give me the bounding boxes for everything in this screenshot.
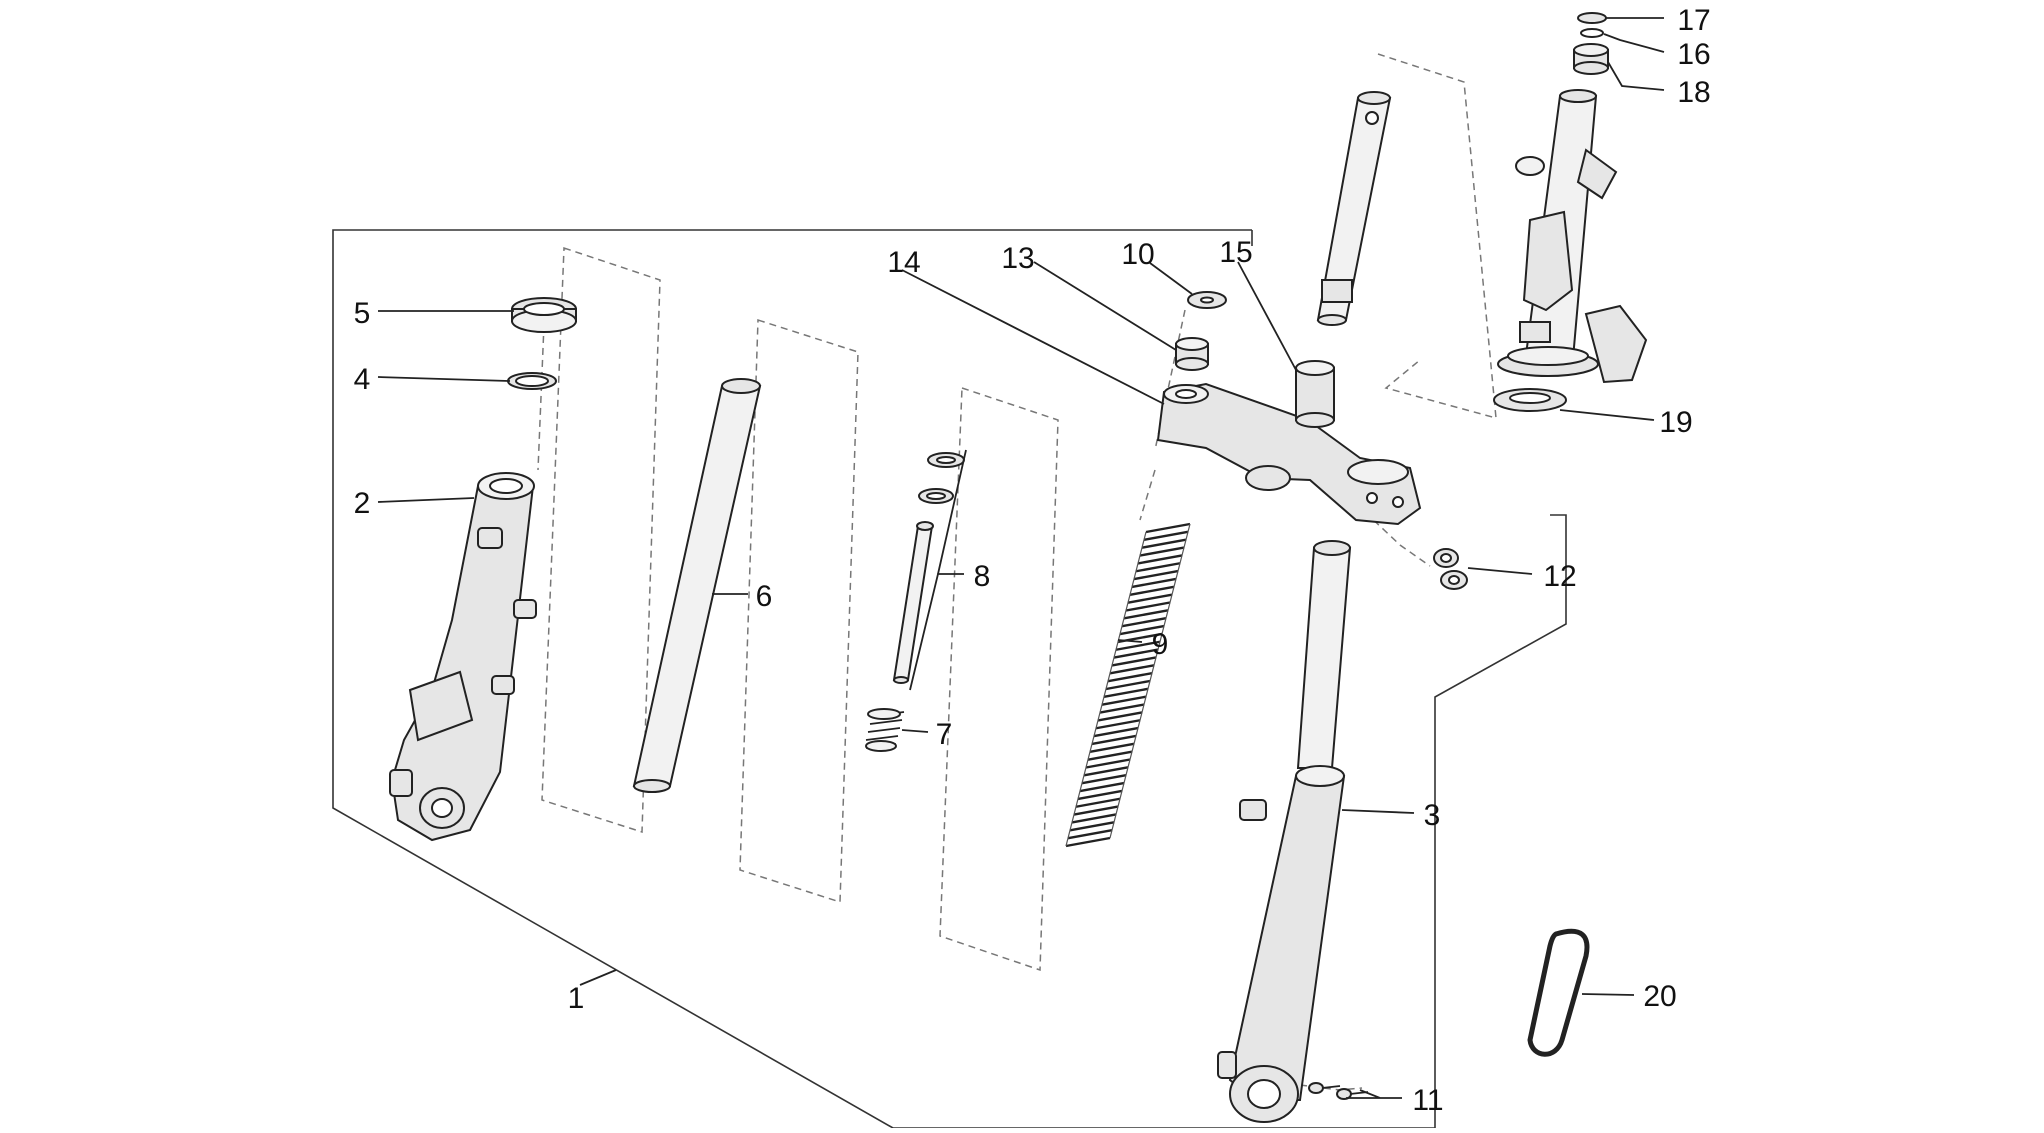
part-2-left-fork-leg: [389, 472, 537, 842]
part-4-ring: [507, 372, 557, 390]
spring-coil: [1105, 679, 1151, 691]
spring-coil: [1069, 821, 1115, 832]
spring-coil: [1115, 640, 1161, 651]
part-18-ring: [1573, 43, 1609, 75]
spring-coil: [1143, 530, 1189, 542]
label-part-12: 12: [1543, 560, 1576, 593]
part-5-oil-seal: [511, 297, 577, 333]
axis-line-bolts: [1364, 511, 1431, 567]
spring-coil: [1131, 577, 1177, 589]
part-12-clamp-bolts: [1433, 548, 1468, 590]
part-16-washer: [1580, 28, 1604, 38]
label-part-14: 14: [887, 246, 920, 279]
label-part-17: 17: [1677, 4, 1710, 37]
spring-coil: [1133, 569, 1179, 581]
label-part-16: 16: [1677, 38, 1710, 71]
spring-coil: [1087, 750, 1133, 761]
spring-coil: [1075, 797, 1121, 808]
part-3-right-fork-leg: [1217, 540, 1352, 1123]
label-part-9: 9: [1152, 628, 1169, 661]
spring-coil: [1127, 593, 1173, 604]
group-box-steering-stem: [1377, 53, 1497, 420]
spring-coil: [1141, 538, 1187, 549]
spring-coil: [1073, 805, 1119, 816]
label-part-18: 18: [1677, 76, 1710, 109]
spring-coil: [1071, 813, 1117, 824]
leader-lines: [377, 17, 1665, 1099]
part-14-lower-triple-clamp: [1156, 382, 1422, 526]
spring-coil: [1107, 671, 1153, 683]
spring-coil: [1111, 656, 1157, 667]
assembly-frame: [332, 229, 1567, 1129]
label-part-3: 3: [1424, 799, 1441, 832]
spring-coil: [1123, 609, 1169, 620]
spring-coil: [1097, 711, 1143, 722]
part-7-small-spring: [865, 708, 905, 752]
label-part-8: 8: [974, 560, 991, 593]
label-part-20: 20: [1643, 980, 1676, 1013]
spring-coil: [1113, 648, 1159, 659]
group-box-stanchion: [541, 246, 661, 834]
label-part-7: 7: [936, 718, 953, 751]
spring-coil: [1093, 726, 1139, 738]
spring-coil: [1079, 781, 1125, 793]
spring-coil: [1125, 601, 1171, 612]
label-part-5: 5: [354, 297, 371, 330]
part-8-damper-assembly: [892, 452, 965, 684]
label-part-4: 4: [354, 363, 371, 396]
label-part-13: 13: [1001, 242, 1034, 275]
part-11-screws: [1308, 1082, 1369, 1100]
spring-coil: [1077, 789, 1123, 801]
part-17-nut: [1577, 12, 1607, 24]
part-10-washer: [1187, 291, 1227, 309]
spring-coil: [1083, 766, 1129, 777]
label-part-6: 6: [756, 580, 773, 613]
spring-coil: [1145, 522, 1191, 534]
spring-coil: [1135, 562, 1181, 573]
steering-head-assembly: [1497, 89, 1648, 384]
spring-coil: [1065, 836, 1111, 848]
spring-coil: [1121, 617, 1167, 628]
steering-stem-tube: [1316, 91, 1392, 326]
label-part-19: 19: [1659, 406, 1692, 439]
spring-coil: [1067, 828, 1113, 840]
part-13-bushing: [1175, 337, 1209, 371]
label-part-2: 2: [354, 487, 371, 520]
spring-coil: [1099, 703, 1145, 714]
spring-coil: [1137, 554, 1183, 565]
part-9-main-spring: [1065, 522, 1191, 848]
part-20-loop: [1527, 928, 1590, 1057]
spring-coil: [1139, 546, 1185, 557]
spring-coil: [1081, 774, 1127, 785]
axis-line-spring: [1139, 469, 1156, 521]
label-part-1: 1: [568, 982, 585, 1015]
spring-coil: [1129, 585, 1175, 596]
spring-coil: [1119, 624, 1165, 636]
group-box-damper: [939, 386, 1059, 972]
spring-outline: [1065, 523, 1191, 847]
spring-coil: [1101, 695, 1147, 706]
spring-coil: [1109, 664, 1155, 675]
spring-coil: [1091, 734, 1137, 746]
spring-coil: [1103, 687, 1149, 699]
label-part-10: 10: [1121, 238, 1154, 271]
label-part-15: 15: [1219, 236, 1252, 269]
spring-coil: [1089, 742, 1135, 753]
label-part-11: 11: [1412, 1084, 1443, 1117]
part-15-stem-bearing: [1295, 360, 1335, 428]
part-19-bearing: [1493, 388, 1567, 412]
callout-labels: 1 2 3 4 5 6 7 8 9 10 11 12 13 14 15 16 1…: [354, 4, 1711, 1117]
part-6-inner-tube: [632, 378, 762, 793]
spring-coil: [1085, 758, 1131, 769]
spring-coil: [1095, 719, 1141, 730]
